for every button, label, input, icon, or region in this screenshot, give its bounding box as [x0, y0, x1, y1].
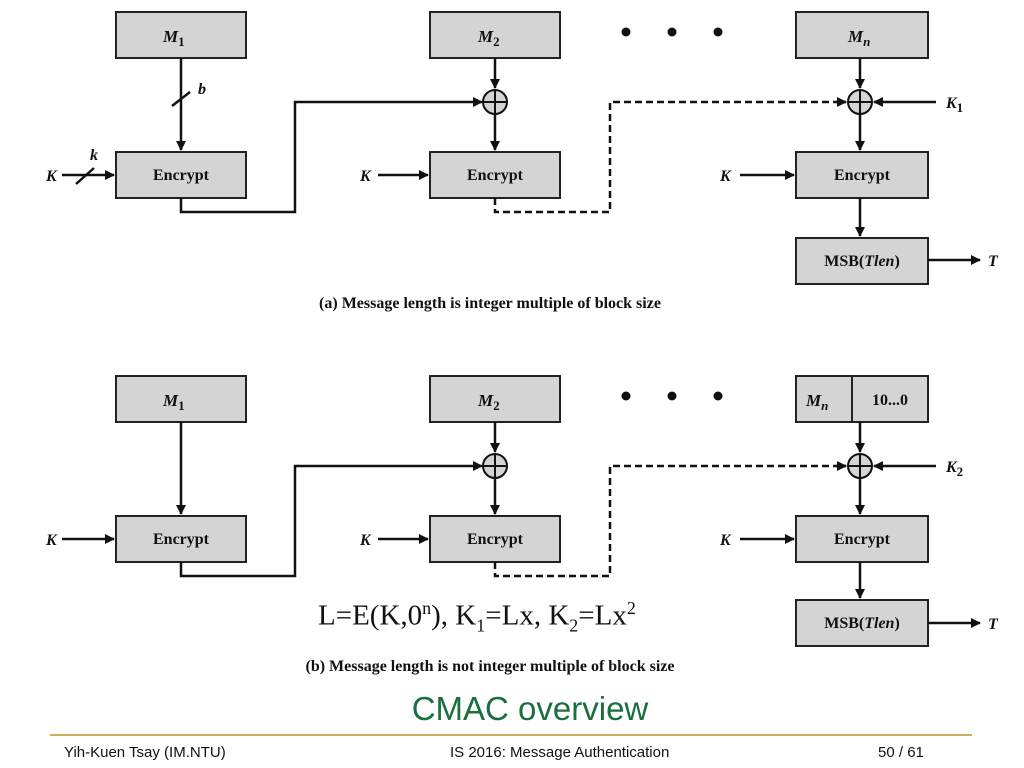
ellipsis-dot	[621, 391, 631, 401]
panel-b: M1 M2 Mn 10...0 Encrypt K Encrypt K K	[45, 375, 999, 675]
m2-label-b: M2	[477, 391, 500, 413]
key-label: K	[359, 532, 372, 549]
mn-label-b: Mn	[805, 391, 828, 413]
mn-box-a	[795, 11, 929, 59]
m1-box-a	[115, 11, 247, 59]
m1-label-b: M1	[162, 391, 185, 413]
key-label: K	[45, 168, 58, 185]
m1-label-a: M1	[162, 27, 185, 49]
footer-author: Yih-Kuen Tsay (IM.NTU)	[64, 744, 226, 761]
footer-page-number: 50 / 61	[878, 744, 924, 761]
key-label: K	[359, 168, 372, 185]
ellipsis-dot	[667, 27, 677, 37]
key-label: K	[719, 532, 732, 549]
encrypt-label: Encrypt	[834, 167, 891, 184]
mn-box-b	[795, 375, 929, 423]
encrypt-box-an	[795, 151, 929, 199]
ellipsis-dot	[667, 391, 677, 401]
m2-box-b	[429, 375, 561, 423]
encrypt-label: Encrypt	[467, 531, 524, 548]
k-slash	[75, 167, 95, 185]
msb-label-b: MSB(Tlen)	[824, 615, 900, 632]
encrypt-box-a1	[115, 151, 247, 199]
chain-arrow-b1	[179, 461, 483, 578]
tag-label-a: T	[988, 253, 999, 270]
ellipsis-dot	[713, 27, 723, 37]
m2-label-a: M2	[477, 27, 500, 49]
key-label: K	[45, 532, 58, 549]
encrypt-label: Encrypt	[467, 167, 524, 184]
tag-label-b: T	[988, 616, 999, 633]
footer-divider	[50, 734, 972, 736]
encrypt-label: Encrypt	[834, 531, 891, 548]
encrypt-label: Encrypt	[153, 531, 210, 548]
caption-b: (b) Message length is not integer multip…	[305, 658, 674, 675]
b-label: b	[198, 81, 206, 98]
m2-box-a	[429, 11, 561, 59]
encrypt-box-b1	[115, 515, 247, 563]
key-derivation-formula: L=E(K,0n), K1=Lx, K2=Lx2	[318, 598, 636, 636]
key-label: K	[719, 168, 732, 185]
k2-label: K2	[945, 459, 963, 479]
k1-label: K1	[945, 95, 963, 115]
slide-title: CMAC overview	[411, 690, 649, 727]
caption-a: (a) Message length is integer multiple o…	[319, 295, 661, 312]
msb-box-a	[795, 237, 929, 285]
encrypt-label: Encrypt	[153, 167, 210, 184]
cmac-diagram: M1 M2 Mn b Encrypt K k Encrypt K	[45, 11, 999, 675]
k-size-label: k	[90, 147, 98, 164]
encrypt-box-b2	[429, 515, 561, 563]
chain-arrow-a1	[179, 97, 483, 214]
ellipsis-dot	[713, 391, 723, 401]
m1-box-b	[115, 375, 247, 423]
b-slash	[171, 91, 191, 107]
panel-a: M1 M2 Mn b Encrypt K k Encrypt K	[45, 11, 999, 312]
msb-label-a: MSB(Tlen)	[824, 253, 900, 270]
padding-label: 10...0	[872, 392, 908, 409]
mn-label-a: Mn	[847, 27, 870, 49]
encrypt-box-bn	[795, 515, 929, 563]
ellipsis-dot	[621, 27, 631, 37]
footer-course: IS 2016: Message Authentication	[450, 744, 670, 761]
encrypt-box-a2	[429, 151, 561, 199]
